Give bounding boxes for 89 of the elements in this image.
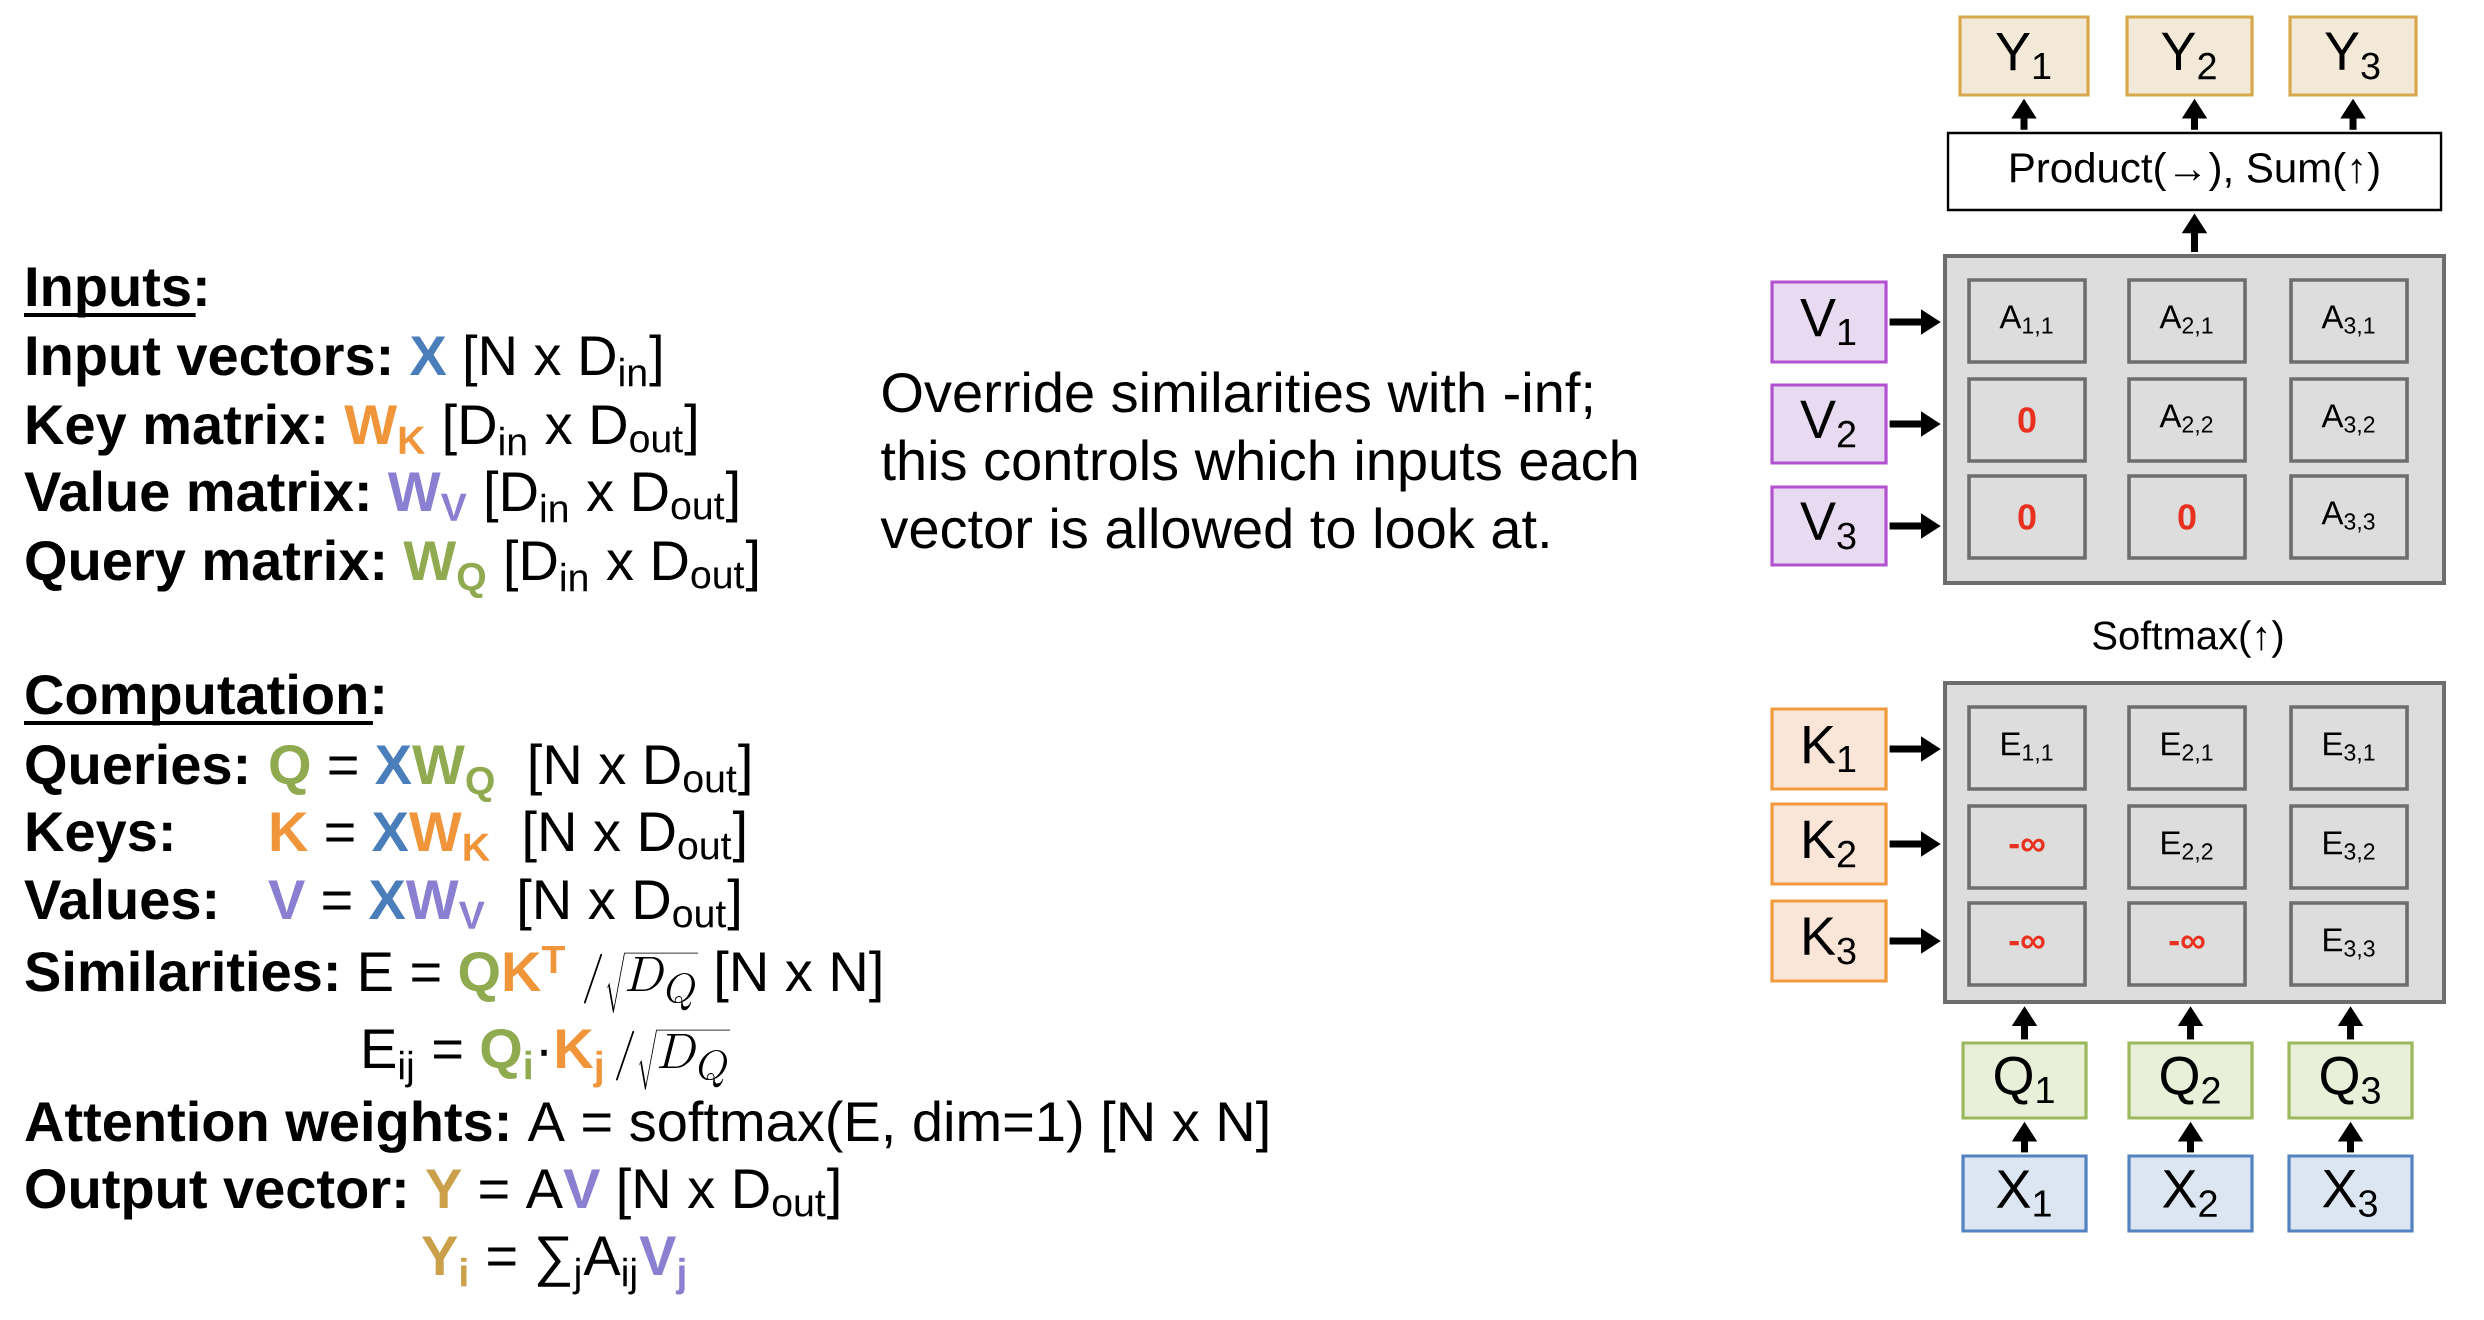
formula-text: = A (480, 1169, 563, 1208)
formula-text: = (323, 891, 351, 910)
variable-symbol: X (372, 812, 409, 851)
output-box: Y$_{1}$ (1958, 15, 2090, 97)
query-box: Q$_{1}$ (1961, 1041, 2088, 1120)
variable-symbol: W$_{Q}$ (412, 745, 494, 802)
formula-text: [D$_{in}$ x D$_{out}$] (487, 470, 738, 523)
matrix-cell: A$_{3,1}$ (2289, 278, 2409, 364)
term-label: Query matrix: (26, 539, 383, 592)
value-box: V$_{1}$ (1770, 280, 1888, 364)
note-text: Override similarities with -inf; this controls which inputs each vector is allowed to look at. (880, 371, 1637, 549)
query-box: Q$_{3}$ (2287, 1041, 2414, 1120)
variable-symbol: K (271, 812, 308, 851)
value-box: V$_{2}$ (1770, 383, 1888, 465)
matrix-cell: E$_{3,2}$ (2289, 804, 2409, 890)
key-box: K$_{1}$ (1770, 707, 1888, 791)
matrix-cell: -∞ (2127, 901, 2247, 987)
formula-text: · (541, 1049, 547, 1056)
formula-text: [D$_{in}$ x D$_{out}$] (506, 539, 758, 592)
matrix-cell: 0 (1967, 474, 2087, 560)
matrix-cell: A$_{3,3}$ (2289, 474, 2409, 560)
query-box: Q$_{2}$ (2127, 1041, 2254, 1120)
variable-symbol: X (375, 745, 412, 784)
term-label: Similarities: (25, 950, 337, 992)
variable-symbol: W$_{K}$ (408, 812, 490, 861)
section-heading: Inputs: (24, 267, 206, 318)
variable-symbol: W$_{V}$ (387, 472, 467, 521)
operation-box: Product(→), Sum(↑) (1946, 131, 2443, 212)
matrix-cell: A$_{2,2}$ (2127, 377, 2247, 463)
term-label: Output vector: (26, 1168, 405, 1220)
formula-text: [N x D$_{out}$] (619, 1167, 839, 1220)
formula-text: [N x D$_{out}$] (530, 743, 750, 796)
operation-label: Softmax(↑) (2093, 620, 2283, 658)
formula-text: E$_{ij}$ = (364, 1029, 462, 1088)
term-label: Values: (24, 878, 215, 920)
matrix-cell: -∞ (1967, 804, 2087, 890)
formula-text: A = softmax(E, dim=1) [N x N] (527, 1100, 1268, 1153)
output-box: Y$_{3}$ (2288, 15, 2418, 97)
variable-symbol: Q (459, 951, 499, 1002)
matrix-cell: E$_{2,2}$ (2127, 804, 2247, 890)
variable-symbol: V (563, 1169, 601, 1208)
matrix-cell: 0 (2127, 474, 2247, 560)
term-label: Value matrix: (24, 470, 368, 512)
variable-symbol: Q$_{i}$ (481, 1028, 531, 1080)
key-box: K$_{2}$ (1770, 802, 1888, 886)
matrix-cell: A$_{1,1}$ (1967, 278, 2087, 364)
variable-symbol: W$_{K}$ (344, 405, 426, 454)
input-box: X$_{1}$ (1961, 1154, 2088, 1233)
formula-text: [N x D$_{in}$] (466, 334, 661, 387)
key-box: K$_{3}$ (1770, 899, 1888, 983)
formula: $/\sqrt{D_Q}$ (583, 952, 699, 1013)
formula-text: = (326, 823, 354, 842)
section-heading: Computation: (24, 673, 383, 726)
matrix-cell: E$_{1,1}$ (1967, 705, 2087, 791)
variable-symbol: X (409, 336, 447, 375)
output-box: Y$_{2}$ (2125, 15, 2254, 97)
formula-text: [D$_{in}$ x D$_{out}$] (445, 403, 696, 456)
matrix-cell: A$_{3,2}$ (2289, 377, 2409, 463)
term-label: Attention weights: (25, 1100, 507, 1153)
formula-text: = (329, 756, 357, 775)
formula-text: E = (361, 952, 440, 991)
value-box: V$_{3}$ (1770, 485, 1888, 567)
matrix-cell: E$_{2,1}$ (2127, 705, 2247, 791)
formula-text: [N x D$_{out}$] (525, 810, 745, 863)
formula-text: [N x N] (717, 950, 881, 1003)
variable-symbol: K$^{T}$ (504, 945, 565, 991)
variable-symbol: V$_{j}$ (639, 1236, 685, 1295)
term-label: Key matrix: (27, 403, 324, 456)
variable-symbol: Y$_{i}$ (422, 1236, 467, 1287)
variable-symbol: X (368, 880, 406, 919)
variable-symbol: Q (270, 744, 310, 795)
formula-text: = ∑$_{j}$A$_{ij}$ (488, 1236, 636, 1295)
variable-symbol: V (268, 880, 305, 919)
matrix-cell: 0 (1967, 377, 2087, 463)
formula: $/\sqrt{D_Q}$ (615, 1029, 731, 1090)
matrix-cell: -∞ (1967, 901, 2087, 987)
term-label: Queries: (26, 743, 246, 795)
term-label: Input vectors: (27, 336, 389, 387)
matrix-cell: E$_{3,3}$ (2289, 901, 2409, 987)
variable-symbol: K$_{j}$ (557, 1029, 602, 1088)
variable-symbol: W$_{V}$ (405, 880, 485, 929)
variable-symbol: Y (425, 1169, 462, 1208)
input-box: X$_{3}$ (2287, 1154, 2414, 1233)
input-box: X$_{2}$ (2127, 1154, 2254, 1233)
matrix-cell: A$_{2,1}$ (2127, 278, 2247, 364)
variable-symbol: W$_{Q}$ (403, 541, 486, 598)
formula-text: [N x D$_{out}$] (520, 878, 739, 931)
matrix-cell: E$_{3,1}$ (2289, 705, 2409, 791)
term-label: Keys: (27, 812, 172, 863)
